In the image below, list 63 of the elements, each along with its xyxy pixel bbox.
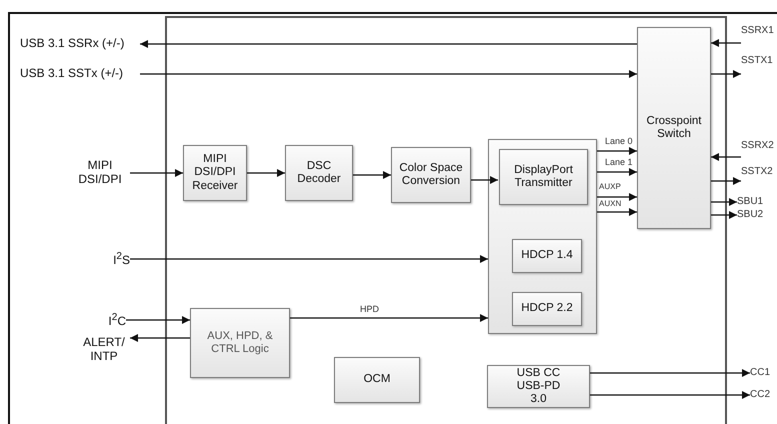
chip-outline (165, 16, 727, 424)
arrow (247, 169, 285, 177)
block-box (512, 239, 582, 273)
block-box (183, 145, 247, 201)
arrow (597, 208, 637, 216)
arrow (711, 177, 741, 185)
block-label: HDCP 1.4 (521, 249, 573, 263)
block-label: DisplayPort Transmitter (513, 164, 574, 190)
block-box (334, 357, 420, 403)
arrow (597, 147, 637, 155)
pin-label: CC1 (750, 367, 770, 378)
block-box (487, 365, 590, 408)
arrow (590, 391, 750, 399)
block-group-box (488, 139, 597, 334)
arrow (597, 193, 637, 201)
block-label: Color Space Conversion (398, 162, 464, 188)
pin-label: SSTX1 (741, 55, 773, 66)
block-label: MIPI DSI/DPI Receiver (191, 153, 239, 193)
pin-label: CC2 (750, 389, 770, 400)
arrow (711, 211, 737, 219)
signal-label: MIPI DSI/DPI (77, 159, 123, 187)
edge-label: AUXP (599, 183, 621, 191)
arrow (711, 153, 741, 161)
block-label: OCM (364, 373, 390, 387)
arrow (590, 369, 750, 377)
edge-label: AUXN (599, 200, 622, 208)
arrow (140, 70, 637, 78)
signal-label: ALERT/ INTP (82, 336, 126, 364)
block-label: AUX, HPD, & CTRL Logic (206, 330, 274, 356)
block-box (512, 292, 582, 326)
edge-label: HPD (360, 305, 380, 314)
signal-label: I$^{2}$S (113, 250, 130, 268)
arrow (711, 39, 741, 47)
block-label: DSC Decoder (296, 160, 342, 186)
block-box (285, 145, 353, 201)
arrow (126, 316, 190, 324)
block-box (637, 27, 711, 229)
pin-label: SSRX1 (741, 25, 774, 36)
edge-label: Lane 0 (605, 137, 633, 146)
block-box (190, 308, 290, 378)
arrow (140, 40, 637, 48)
arrow (711, 70, 741, 78)
edge-label: Lane 1 (605, 158, 633, 167)
arrow (290, 314, 488, 322)
block-box (391, 147, 471, 203)
arrow (597, 168, 637, 176)
pin-label: SBU1 (737, 196, 764, 208)
arrow (471, 176, 498, 184)
signal-label: USB 3.1 SSTx (+/-) (20, 67, 124, 81)
pin-label: SBU2 (737, 209, 764, 220)
block-label: Crosspoint Switch (646, 114, 702, 142)
arrow (130, 334, 190, 342)
arrow (353, 171, 391, 179)
pin-label: SSRX2 (741, 140, 774, 152)
arrow (711, 198, 737, 206)
block-label: HDCP 2.2 (521, 302, 573, 316)
signal-label: I$^{2}$C (108, 312, 126, 328)
block-label: USB CC USB-PD 3.0 (516, 366, 562, 406)
signal-label: USB 3.1 SSRx (+/-) (20, 37, 124, 51)
arrow (130, 255, 488, 263)
block-box (499, 149, 588, 205)
arrow (130, 169, 183, 177)
pin-label: SSTX2 (741, 166, 773, 178)
